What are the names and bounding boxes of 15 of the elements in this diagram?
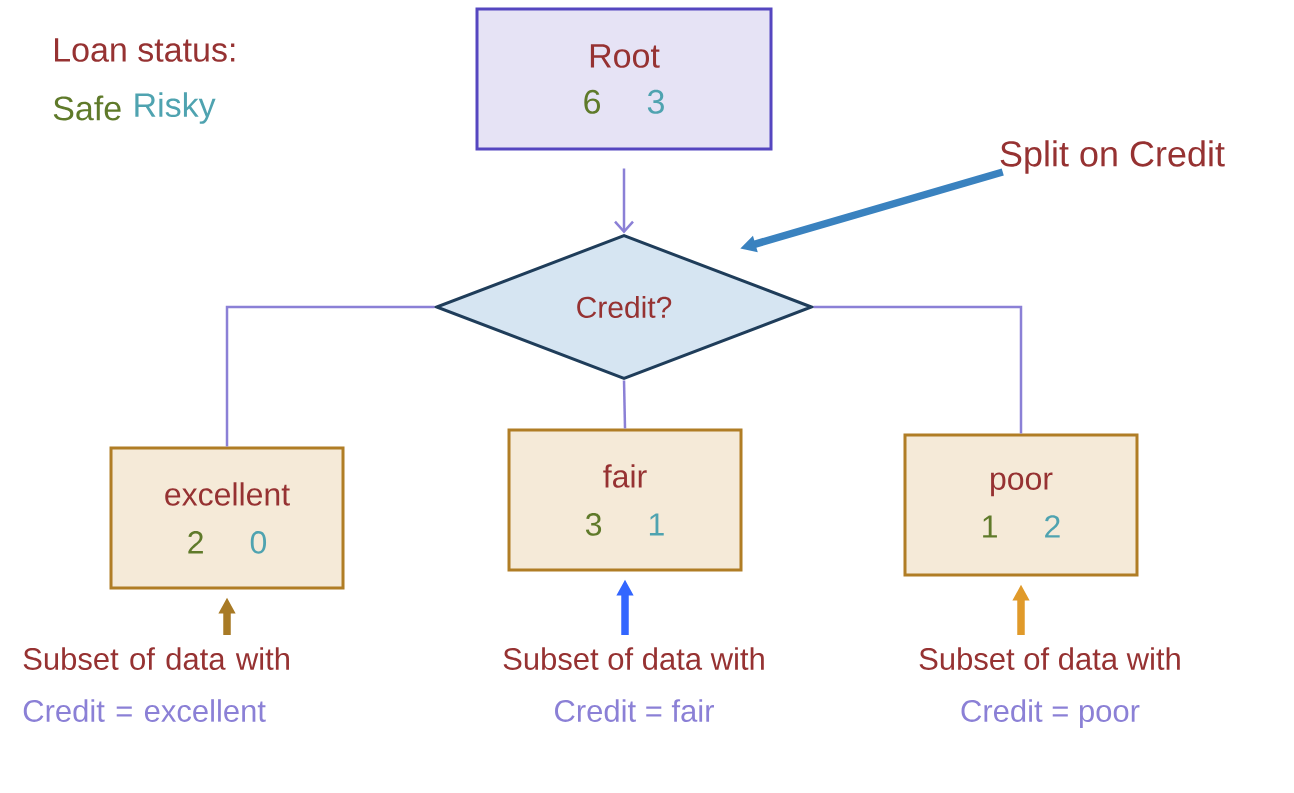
connector-line (225, 305, 435, 447)
leaf-box: fair 3 1 (507, 428, 743, 572)
legend-text: Risky (135, 92, 216, 124)
arrow (614, 168, 634, 234)
root-box: Root 6 3 (475, 7, 773, 151)
leaf-box: poor 1 2 (903, 433, 1139, 577)
connector-line (813, 305, 1023, 434)
subset-caption: Subset of data with Credit = fair (503, 647, 764, 722)
subset-caption: Subset of data with Credit = excellent (23, 647, 289, 722)
legend-text: Safe (53, 95, 121, 121)
legend-title: Loan status: (55, 38, 235, 62)
subset-caption: Subset of data with Credit = poor (919, 647, 1180, 729)
callout-text: Split on Credit (1000, 140, 1225, 174)
leaf-box: excellent 2 0 (109, 446, 345, 590)
connector-line (622, 380, 627, 429)
